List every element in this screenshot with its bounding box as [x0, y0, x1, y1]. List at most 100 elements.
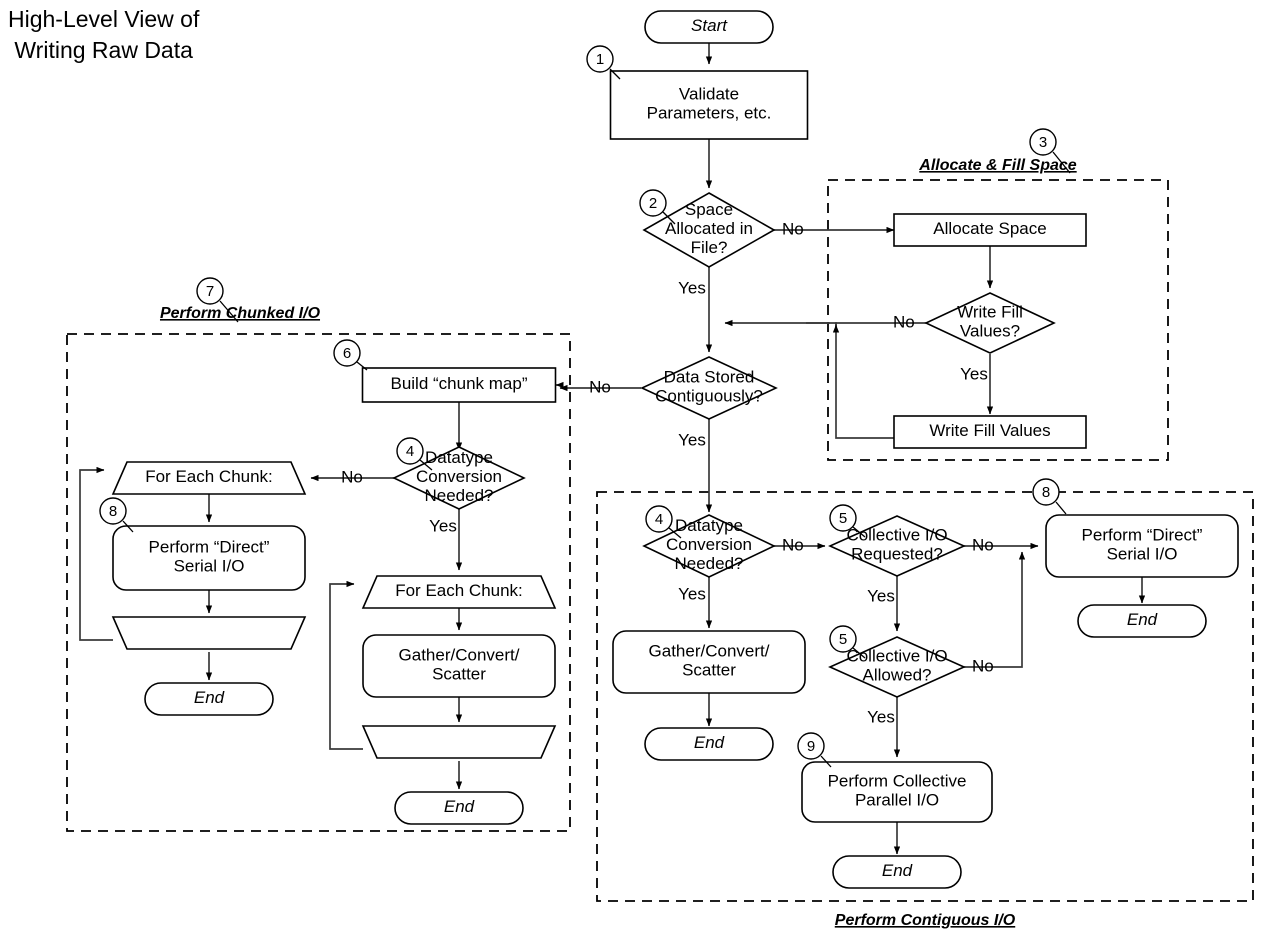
marker-circle [333, 339, 361, 367]
node-shape [642, 514, 776, 578]
node-chunked-loop-end-left[interactable] [111, 616, 307, 650]
marker-circle [639, 189, 667, 217]
edge-contiguous-datatype-no-right: No [774, 535, 826, 554]
node-shape [1045, 514, 1239, 578]
node-contiguous-end-collective[interactable]: End [832, 855, 962, 889]
node-shape [893, 213, 1087, 247]
node-label: End [694, 733, 725, 752]
edge-space-decision-yes-down: Yes [678, 267, 713, 353]
node-shape [640, 356, 778, 420]
step-marker-3-allocate-fill-space: 3 [1029, 128, 1071, 174]
node-shape [832, 855, 962, 889]
node-write-fill-values[interactable]: Write Fill Values [893, 415, 1087, 449]
marker-number: 6 [343, 345, 351, 362]
node-shape [893, 415, 1087, 449]
node-build-chunk-map[interactable]: Build “chunk map” [361, 367, 557, 403]
node-chunked-for-each-chunk-left[interactable]: For Each Chunk: [111, 461, 307, 495]
edge-label: No [893, 312, 915, 331]
node-chunked-end-left[interactable]: End [144, 682, 274, 716]
marker-number: 8 [109, 503, 117, 520]
node-contiguous-end-left[interactable]: End [644, 727, 774, 761]
node-shape [644, 727, 774, 761]
node-gather-convert-scatter-chunked[interactable]: Gather/Convert/Scatter [362, 634, 556, 698]
node-label: End [882, 861, 913, 880]
edge-path [79, 466, 113, 641]
edge-label: No [341, 467, 363, 486]
step-marker-2-space-allocated-in-file: 2 [639, 189, 676, 225]
step-marker-1-validate-parameters: 1 [586, 45, 621, 80]
edge-label: Yes [678, 584, 706, 603]
node-chunked-for-each-chunk-right[interactable]: For Each Chunk: [361, 575, 557, 609]
node-gather-convert-scatter-contiguous[interactable]: Gather/Convert/Scatter [612, 630, 806, 694]
title-line-1: High-Level View of [8, 6, 200, 32]
node-shape [144, 682, 274, 716]
marker-leader-line [419, 459, 433, 471]
node-label: Gather/Convert/Scatter [399, 646, 520, 684]
edge-label: No [972, 535, 994, 554]
edge-label: No [589, 377, 611, 396]
node-contiguous-end-direct[interactable]: End [1077, 604, 1207, 638]
node-perform-direct-serial-io-contiguous[interactable]: Perform “Direct”Serial I/O [1045, 514, 1239, 578]
step-marker-4-chunked-datatype-conversion: 4 [396, 437, 433, 471]
marker-circle [797, 732, 825, 760]
step-marker-6-build-chunk-map: 6 [333, 339, 368, 371]
edge-path [835, 435, 894, 439]
node-shape [642, 192, 776, 268]
edge-label: Yes [867, 586, 895, 605]
marker-number: 8 [1042, 484, 1050, 501]
node-shape [828, 515, 966, 577]
node-shape [1077, 604, 1207, 638]
node-shape [394, 791, 524, 825]
group-label: Allocate & Fill Space [918, 157, 1076, 174]
node-allocate-space[interactable]: Allocate Space [893, 213, 1087, 247]
marker-leader-line [852, 647, 866, 659]
group-border [827, 179, 1169, 461]
step-marker-4-contiguous-datatype-conversion: 4 [645, 505, 682, 539]
marker-circle [829, 504, 857, 532]
step-marker-5-collective-io-allowed: 5 [829, 625, 866, 659]
node-label: Start [691, 16, 728, 35]
node-shape [111, 616, 307, 650]
edge-collective-allowed-no-right: No [964, 551, 1026, 675]
node-shape [924, 292, 1056, 354]
marker-circle [1029, 128, 1057, 156]
marker-circle [586, 45, 614, 73]
marker-number: 7 [206, 283, 214, 300]
node-label: Write Fill Values [929, 421, 1050, 440]
node-perform-direct-serial-io-chunked[interactable]: Perform “Direct”Serial I/O [112, 525, 306, 591]
node-chunked-loop-end-right[interactable] [361, 725, 557, 759]
marker-leader-line [122, 520, 134, 533]
step-marker-5-collective-io-requested: 5 [829, 504, 866, 538]
edge-collective-requested-no-right: No [964, 535, 1039, 554]
edge-path [964, 551, 1026, 668]
edge-collective-allowed-yes-down: Yes [867, 697, 901, 758]
marker-leader-line [852, 526, 866, 538]
page-title: High-Level View of Writing Raw Data [8, 4, 199, 66]
marker-leader-line [356, 361, 368, 371]
node-shape [361, 575, 557, 609]
node-chunked-end-right[interactable]: End [394, 791, 524, 825]
marker-circle [829, 625, 857, 653]
node-label: Build “chunk map” [390, 374, 527, 393]
edge-contiguous-decision-no-to-chunkmap: No [559, 377, 641, 396]
node-start[interactable]: Start [644, 10, 774, 44]
group-border [66, 333, 571, 832]
edge-path [329, 580, 363, 750]
step-marker-8-perform-direct-serial-io-chunked: 8 [99, 497, 134, 533]
edge-contiguous-datatype-yes-down: Yes [678, 577, 713, 629]
edge-label: No [782, 219, 804, 238]
